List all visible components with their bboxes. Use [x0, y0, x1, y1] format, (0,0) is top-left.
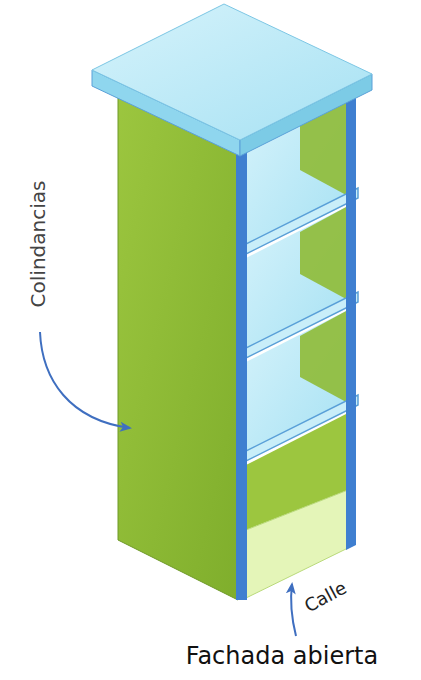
floor-slab — [238, 188, 358, 258]
leader-arrow — [40, 332, 130, 428]
column — [346, 88, 356, 550]
facade-label: Fachada abierta — [186, 642, 378, 670]
wall-label: Colindancias — [26, 181, 50, 308]
party-wall — [118, 88, 238, 600]
street-label: Calle — [300, 576, 349, 616]
floor-slab — [238, 395, 358, 465]
floor-slab — [238, 292, 358, 362]
leader-arrow — [291, 584, 296, 636]
column — [236, 150, 247, 600]
roof-top — [92, 4, 372, 140]
